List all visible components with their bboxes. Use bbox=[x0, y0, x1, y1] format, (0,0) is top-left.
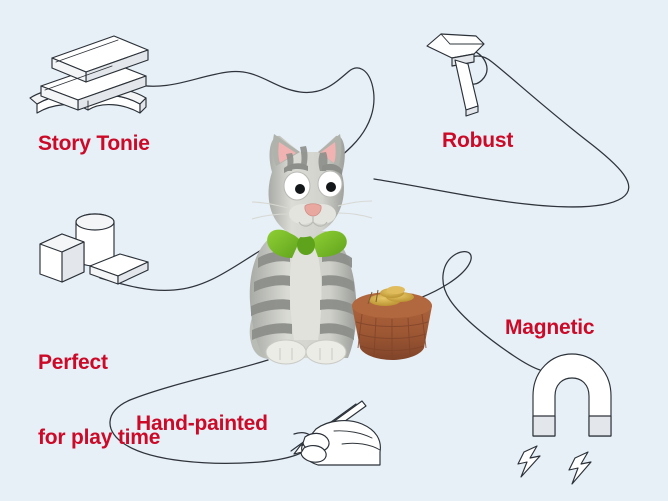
building-blocks-icon bbox=[39, 213, 149, 285]
label-perfect-line2: for play time bbox=[38, 426, 161, 449]
label-perfect-for-play-time: Perfect for play time bbox=[38, 300, 160, 500]
label-story-tonie: Story Tonie bbox=[38, 132, 150, 155]
label-robust: Robust bbox=[442, 129, 514, 152]
label-magnetic: Magnetic bbox=[505, 316, 595, 339]
hand-with-paintbrush-icon bbox=[290, 400, 381, 466]
stacked-books-icon bbox=[29, 35, 149, 114]
connector-basket-to-magnet bbox=[419, 251, 541, 371]
horseshoe-magnet-icon bbox=[517, 353, 612, 485]
connector-books-to-cat bbox=[131, 67, 375, 173]
label-perfect-line1: Perfect bbox=[38, 351, 108, 374]
label-hand-painted: Hand-painted bbox=[136, 412, 268, 435]
hammer-icon bbox=[426, 33, 485, 117]
